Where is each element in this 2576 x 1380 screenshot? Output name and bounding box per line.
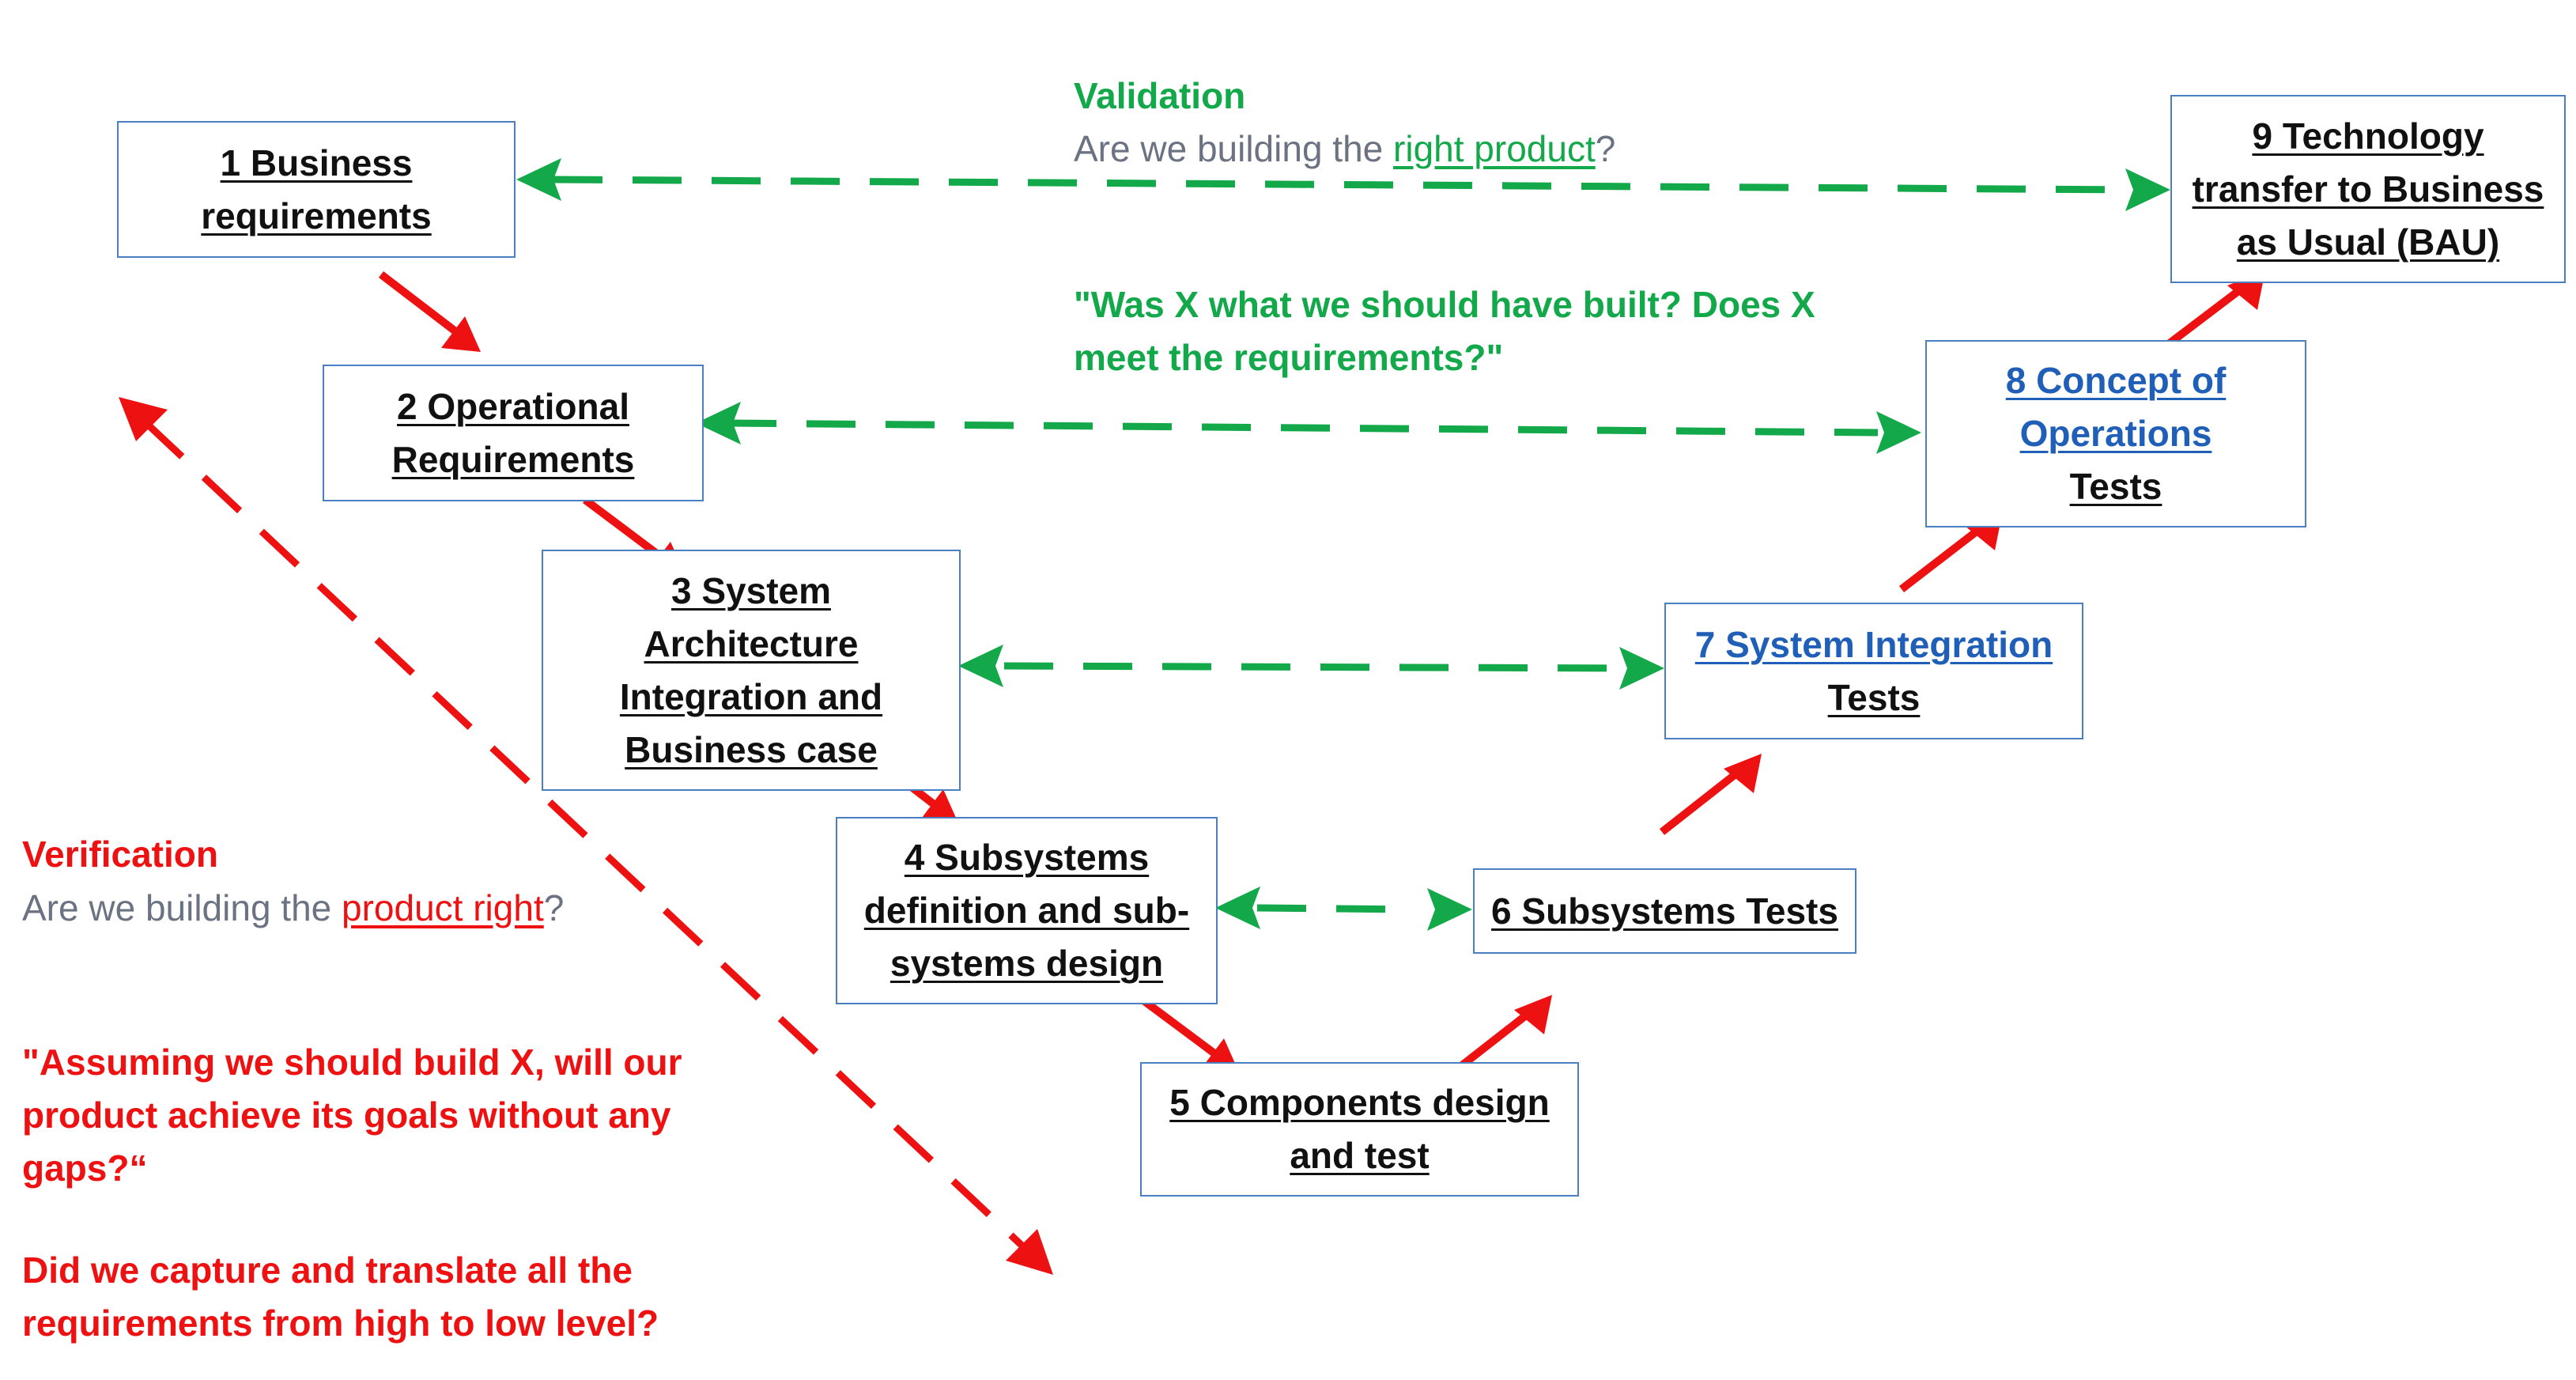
box-technology-transfer: 9 Technology transfer to Business as Usu… [2170,95,2566,283]
validation-quote-line-2: meet the requirements?" [1074,337,1504,378]
verification-quote-2-line-1: Did we capture and translate all the [22,1250,633,1291]
verification-quote-1-line-3: gaps?“ [22,1147,148,1189]
box-3-line-1: 3 System [670,569,831,611]
verification-quote-1-line-1: "Assuming we should build X, will our [22,1042,682,1083]
box-concept-of-operations-tests: 8 Concept of Operations Tests [1925,340,2306,527]
validation-arrow-1-9 [553,176,2136,194]
arrowhead-up-left [119,397,168,441]
box-5-line-1: 5 Components design [1169,1082,1550,1123]
arrowhead-up [1514,995,1552,1034]
arrowhead-right [1619,647,1664,690]
box-8-line-2: Operations [2019,413,2212,454]
box-system-architecture: 3 System Architecture Integration and Bu… [542,550,961,791]
validation-question-link: right product [1393,128,1596,169]
box-subsystems-tests: 6 Subsystems Tests [1473,868,1856,954]
box-business-requirements: 1 Business requirements [117,121,516,258]
verification-question-suffix: ? [543,887,565,928]
arrowhead-right [2125,168,2170,211]
validation-question: Are we building the right product? [1074,123,1615,176]
box-6-line-1: 6 Subsystems Tests [1491,890,1838,932]
arrowhead-left [516,158,561,201]
validation-arrow-3-7 [1003,662,1626,672]
flow-arrow-8-9 [2163,285,2245,349]
verification-arrow [143,420,1031,1254]
box-operational-requirements: 2 Operational Requirements [323,365,704,501]
box-9-line-2: transfer to Business [2192,168,2544,210]
flow-arrow-6-7 [1659,768,1743,835]
arrowhead-down [920,789,959,825]
flow-arrow-4-5 [1138,994,1220,1060]
validation-question-suffix: ? [1595,128,1616,169]
verification-question-prefix: Are we building the [22,887,342,928]
validation-quote-line-1: "Was X what we should have built? Does X [1074,284,1815,325]
box-4-line-3: systems design [890,943,1164,984]
box-7-line-1: 7 System Integration [1694,623,2053,665]
verification-question-link: product right [342,887,544,928]
validation-question-prefix: Are we building the [1074,128,1394,169]
verification-quote-2-line-2: requirements from high to low level? [22,1302,659,1344]
validation-arrow-4-6 [1256,904,1416,913]
box-7-line-2: Tests [1827,676,1921,718]
box-4-line-1: 4 Subsystems [904,837,1150,878]
box-4-line-2: definition and sub- [863,890,1190,931]
box-2-line-1: 2 Operational [397,385,629,427]
arrowhead-right [1427,888,1472,931]
validation-arrow-2-8 [727,419,1879,437]
box-3-line-3: Integration and [619,675,883,717]
arrowhead-left [1215,887,1260,929]
arrowhead-left [696,402,741,444]
verification-question: Are we building the product right? [22,882,564,935]
flow-arrow-2-3 [583,497,667,562]
verification-title: Verification [22,834,218,875]
arrowhead-right [1876,411,1921,454]
validation-title: Validation [1074,75,1246,116]
box-1-line-1: 1 Business [220,142,413,183]
arrowhead-down [441,316,481,352]
box-9-line-3: as Usual (BAU) [2236,221,2500,263]
verification-quote-1-line-2: product achieve its goals without any [22,1095,671,1136]
box-3-line-4: Business case [625,728,878,770]
box-subsystems-definition: 4 Subsystems definition and sub- systems… [836,817,1218,1004]
box-5-line-2: and test [1290,1135,1430,1176]
arrowhead-up [1724,754,1762,793]
box-components-design: 5 Components design and test [1140,1062,1579,1197]
flow-arrow-7-8 [1898,525,1984,592]
box-3-line-2: Architecture [644,622,859,664]
arrowhead-left [958,645,1003,687]
box-2-line-2: Requirements [391,438,635,480]
box-8-line-3: Tests [2069,466,2162,507]
box-9-line-1: 9 Technology [2252,115,2484,157]
box-8-line-1: 8 Concept of [2005,360,2227,401]
flow-arrow-1-2 [378,271,462,337]
box-system-integration-tests: 7 System Integration Tests [1664,603,2083,739]
box-1-line-2: requirements [201,195,432,236]
arrowhead-down-right [1006,1229,1053,1275]
